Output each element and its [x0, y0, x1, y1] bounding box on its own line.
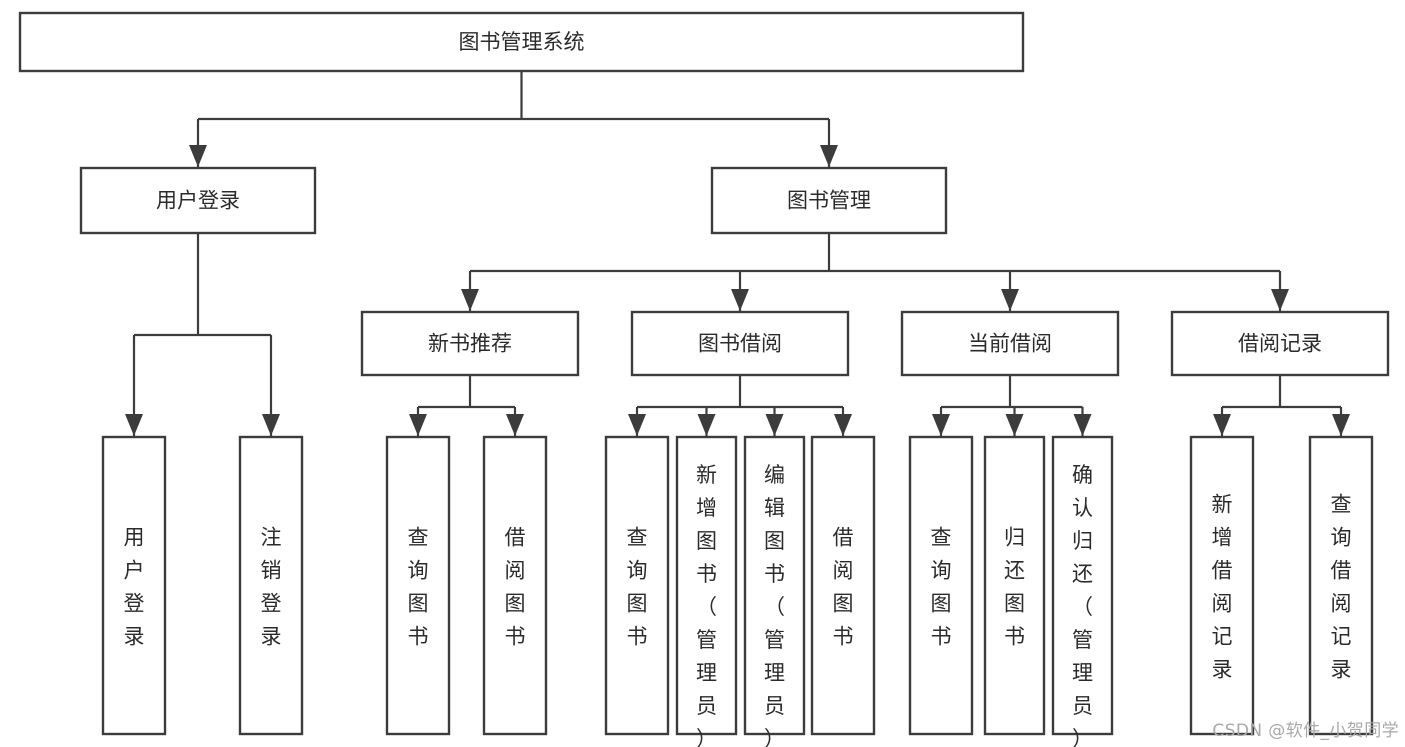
arrow-head-icon: [189, 145, 207, 167]
node-box: [675, 435, 738, 736]
node-box: [908, 435, 974, 736]
node-leaf-leaf-user-login[interactable]: 用户登录: [101, 435, 167, 736]
node-level2-user-login[interactable]: 用户登录: [79, 166, 317, 235]
node-leaf-leaf-add-book[interactable]: 新增图书（管理员）: [675, 435, 738, 747]
node-label: 当前借阅: [968, 332, 1052, 356]
arrow-head-icon: [1332, 414, 1350, 436]
arrow-head-icon: [697, 414, 716, 436]
node-label: 确认归还（管理员）: [1072, 463, 1093, 747]
arrow-head-icon: [409, 414, 427, 436]
node-box: [101, 435, 167, 736]
node-leaf-leaf-add-record[interactable]: 新增借阅记录: [1189, 435, 1255, 736]
node-leaf-leaf-return-book[interactable]: 归还图书: [983, 435, 1046, 736]
node-box: [385, 435, 451, 736]
node-leaf-leaf-borrow-book-2[interactable]: 借阅图书: [810, 435, 876, 736]
node-box: [810, 435, 876, 736]
node-label: 查询借阅记录: [1331, 492, 1352, 681]
node-box: [743, 435, 806, 736]
arrow-head-icon: [1213, 414, 1231, 436]
node-box: [1189, 435, 1255, 736]
node-leaf-leaf-query-record[interactable]: 查询借阅记录: [1308, 435, 1374, 736]
arrow-head-icon: [628, 414, 646, 436]
node-box: [630, 310, 850, 377]
node-box: [79, 166, 317, 235]
node-leaf-leaf-edit-book[interactable]: 编辑图书（管理员）: [743, 435, 806, 747]
node-leaf-leaf-confirm-return[interactable]: 确认归还（管理员）: [1051, 435, 1114, 747]
node-label: 归还图书: [1004, 525, 1025, 648]
connector-layer: [125, 71, 1350, 436]
node-root[interactable]: 图书管理系统: [18, 11, 1025, 73]
node-label: 借阅图书: [505, 525, 526, 648]
arrow-head-icon: [1001, 289, 1019, 311]
node-level3-borrow-record[interactable]: 借阅记录: [1170, 310, 1390, 377]
node-box: [360, 310, 580, 377]
arrow-head-icon: [506, 414, 524, 436]
arrow-head-icon: [461, 289, 479, 311]
node-label: 用户登录: [156, 189, 240, 213]
node-leaf-leaf-borrow-book-1[interactable]: 借阅图书: [482, 435, 548, 736]
node-label: 图书借阅: [698, 332, 782, 356]
node-box: [18, 11, 1025, 73]
node-label: 查询图书: [931, 525, 952, 648]
node-leaf-leaf-query-book-1[interactable]: 查询图书: [385, 435, 451, 736]
arrow-head-icon: [932, 414, 950, 436]
arrow-head-icon: [731, 289, 749, 311]
node-label: 图书管理系统: [459, 30, 585, 54]
node-label: 图书管理: [787, 189, 871, 213]
node-leaf-leaf-logout[interactable]: 注销登录: [238, 435, 304, 736]
node-box: [238, 435, 304, 736]
node-label: 用户登录: [124, 525, 145, 648]
node-label: 新书推荐: [428, 332, 512, 356]
arrow-head-icon: [820, 145, 838, 167]
node-layer: 图书管理系统用户登录图书管理新书推荐图书借阅当前借阅借阅记录用户登录注销登录查询…: [18, 11, 1390, 747]
node-box: [604, 435, 670, 736]
node-level3-current-borrow[interactable]: 当前借阅: [900, 310, 1120, 377]
arrow-head-icon: [1073, 414, 1092, 436]
node-box: [983, 435, 1046, 736]
node-level2-book-manage[interactable]: 图书管理: [710, 166, 948, 235]
arrow-head-icon: [765, 414, 784, 436]
node-label: 新增借阅记录: [1212, 492, 1233, 681]
node-box: [1051, 435, 1114, 736]
node-label: 编辑图书（管理员）: [764, 463, 785, 747]
node-leaf-leaf-query-book-2[interactable]: 查询图书: [604, 435, 670, 736]
arrow-head-icon: [1005, 414, 1024, 436]
node-level3-new-book-recommend[interactable]: 新书推荐: [360, 310, 580, 377]
arrow-head-icon: [262, 414, 280, 436]
arrow-head-icon: [125, 414, 143, 436]
arrow-head-icon: [834, 414, 852, 436]
node-box: [1170, 310, 1390, 377]
arrow-head-icon: [1271, 289, 1289, 311]
node-label: 新增图书（管理员）: [696, 463, 717, 747]
node-box: [900, 310, 1120, 377]
node-box: [482, 435, 548, 736]
node-box: [710, 166, 948, 235]
node-box: [1308, 435, 1374, 736]
node-label: 注销登录: [261, 525, 282, 648]
node-label: 查询图书: [408, 525, 429, 648]
node-label: 查询图书: [627, 525, 648, 648]
node-leaf-leaf-query-book-3[interactable]: 查询图书: [908, 435, 974, 736]
node-label: 借阅图书: [833, 525, 854, 648]
node-level3-book-borrow[interactable]: 图书借阅: [630, 310, 850, 377]
node-label: 借阅记录: [1238, 332, 1322, 356]
